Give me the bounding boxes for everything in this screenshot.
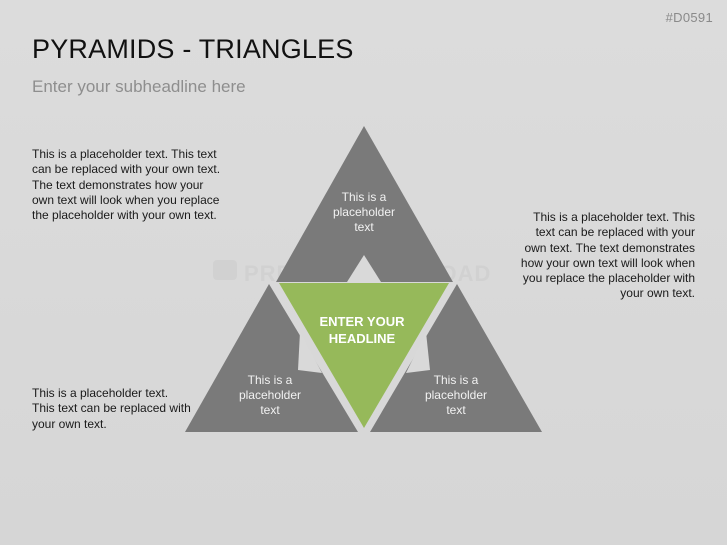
triangle-bottom-left	[185, 284, 358, 432]
text-block-left-bottom: This is a placeholder text. This text ca…	[32, 386, 191, 431]
page-subtitle: Enter your subheadline here	[32, 77, 246, 96]
triangle-center	[279, 283, 449, 428]
triangle-top-label-line2: placeholder	[333, 205, 395, 219]
triangle-top-notch	[347, 255, 381, 282]
triangle-bottom-right	[370, 284, 542, 432]
triangle-bottom-right-label-line2: placeholder	[425, 388, 487, 402]
text-block-right: This is a placeholder text. This text ca…	[520, 210, 695, 301]
triangle-bottom-left-notch	[298, 332, 322, 373]
slide-id: #D0591	[665, 10, 713, 25]
page-title: PYRAMIDS - TRIANGLES	[32, 34, 354, 64]
triangle-bottom-right-label-line3: text	[446, 403, 466, 417]
triangle-bottom-left-label-line1: This is a	[248, 373, 293, 387]
triangle-top	[276, 126, 453, 282]
triangle-bottom-left-label-line3: text	[260, 403, 280, 417]
triangle-bottom-left-label-line2: placeholder	[239, 388, 301, 402]
triangle-top-label-line3: text	[354, 220, 374, 234]
watermark-logo-icon	[213, 260, 237, 280]
center-headline-line2: HEADLINE	[329, 331, 396, 346]
triangle-bottom-right-notch	[406, 332, 430, 373]
text-block-left-top: This is a placeholder text. This text ca…	[32, 147, 221, 223]
triangle-bottom-right-label-line1: This is a	[434, 373, 479, 387]
triangle-top-label-line1: This is a	[342, 190, 387, 204]
center-headline-line1: ENTER YOUR	[320, 314, 406, 329]
